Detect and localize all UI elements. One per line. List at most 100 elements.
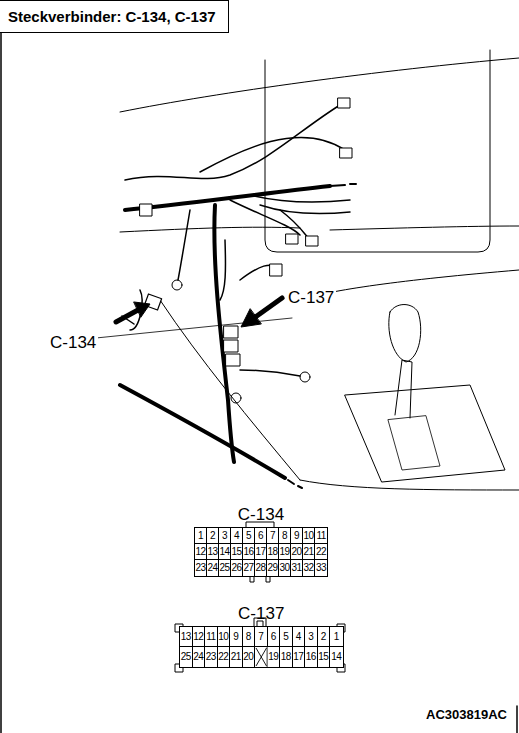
- pin-number: 15: [318, 647, 331, 667]
- pin-number: 4: [231, 528, 243, 544]
- shift-gate: [345, 385, 505, 482]
- connector-name: C-137: [238, 604, 284, 624]
- connector: [270, 264, 282, 276]
- wire: [220, 240, 225, 300]
- guide-tab: [250, 577, 270, 582]
- frame-line: [516, 706, 518, 733]
- connector: [226, 354, 240, 366]
- pin-number: 10: [303, 528, 315, 544]
- pin-number: 1: [330, 627, 343, 647]
- pin-number: 19: [279, 544, 291, 560]
- pin-number: 30: [279, 560, 291, 576]
- pin-number: 22: [218, 647, 231, 667]
- pin-number: 1: [195, 528, 207, 544]
- pin-grid: 1234567891011121314151617181920212223242…: [194, 527, 328, 577]
- wire: [240, 370, 300, 376]
- pin-number: 25: [180, 647, 193, 667]
- wire: [250, 195, 350, 202]
- pin-number: 16: [243, 544, 255, 560]
- panel-opening: [265, 50, 490, 252]
- connector: [286, 234, 298, 244]
- arrow-head: [134, 302, 150, 317]
- wiring-harness: [120, 385, 285, 478]
- pin-number: 15: [231, 544, 243, 560]
- shift-knob: [389, 305, 421, 363]
- wire: [178, 210, 190, 280]
- wiring-harness: [125, 186, 330, 210]
- pin-number: 5: [280, 627, 293, 647]
- pin-number: 13: [207, 544, 219, 560]
- pin-number: 22: [315, 544, 327, 560]
- pin-number: 20: [291, 544, 303, 560]
- pin-number: 29: [267, 560, 279, 576]
- pin-number: 7: [267, 528, 279, 544]
- figure-code: AC303819AC: [426, 707, 507, 722]
- pin-number: 31: [291, 560, 303, 576]
- pin-number: 3: [219, 528, 231, 544]
- pin-number: 17: [293, 647, 306, 667]
- c-137-connector: [224, 326, 238, 338]
- wiring-harness: [330, 184, 356, 186]
- pin-number: 23: [205, 647, 218, 667]
- dashboard-lower-edge: [330, 226, 519, 230]
- pin-number: 3: [305, 627, 318, 647]
- connector-face: C-13412345678910111213141516171819202122…: [194, 505, 328, 577]
- pin-number: 12: [195, 544, 207, 560]
- connector: [224, 340, 238, 352]
- pin-number: 33: [315, 560, 327, 576]
- pin-number: 21: [303, 544, 315, 560]
- frame-line: [0, 0, 2, 733]
- pin-number: 10: [218, 627, 231, 647]
- pin-number: 16: [305, 647, 318, 667]
- title: Steckverbinder: C-134, C-137: [0, 0, 229, 33]
- pin-number: 8: [243, 627, 256, 647]
- connector: [306, 236, 318, 246]
- pin-number: 24: [207, 560, 219, 576]
- connector-face: C-13713121110987654321252423222120191817…: [179, 604, 344, 668]
- pin-number: 4: [293, 627, 306, 647]
- pin-number: 5: [243, 528, 255, 544]
- pin-number: 7: [255, 627, 268, 647]
- pin-number: 2: [207, 528, 219, 544]
- pointer-arrow: [254, 298, 282, 318]
- pin-number: 27: [243, 560, 255, 576]
- connector-name: C-134: [238, 505, 284, 525]
- pin-number: 18: [280, 647, 293, 667]
- connector: [340, 148, 352, 158]
- console-edge: [160, 300, 300, 480]
- shift-lever: [395, 360, 412, 418]
- pin-number: 21: [230, 647, 243, 667]
- pin-number: 11: [205, 627, 218, 647]
- pin-number: 23: [195, 560, 207, 576]
- wire: [200, 137, 345, 172]
- pin-number: 28: [255, 560, 267, 576]
- dashboard-lower-edge: [120, 227, 300, 232]
- pin-number: 8: [279, 528, 291, 544]
- pin-number: 24: [193, 647, 206, 667]
- pin-number: 14: [219, 544, 231, 560]
- pointer-arrow: [116, 310, 138, 322]
- pin-number: 17: [255, 544, 267, 560]
- dashboard-edge: [120, 58, 519, 112]
- pin-number: 19: [268, 647, 281, 667]
- pin-grid: 1312111098765432125242322212019181716151…: [179, 626, 344, 668]
- pin-number: 11: [315, 528, 327, 544]
- arrow-head: [241, 309, 261, 327]
- ground-terminal: [231, 393, 241, 403]
- callout-label: C-134: [48, 333, 98, 353]
- connector: [140, 204, 152, 216]
- pin-number: 26: [231, 560, 243, 576]
- shift-slot: [388, 416, 440, 470]
- callout-label: C-137: [286, 288, 336, 308]
- pin-number: 20: [243, 647, 256, 667]
- connector: [338, 98, 350, 108]
- pin-number: 2: [318, 627, 331, 647]
- unused-cavity: [255, 647, 268, 667]
- pin-number: 6: [268, 627, 281, 647]
- ground-terminal: [172, 280, 182, 290]
- pin-number: 9: [291, 528, 303, 544]
- wire: [125, 105, 340, 180]
- pin-number: 6: [255, 528, 267, 544]
